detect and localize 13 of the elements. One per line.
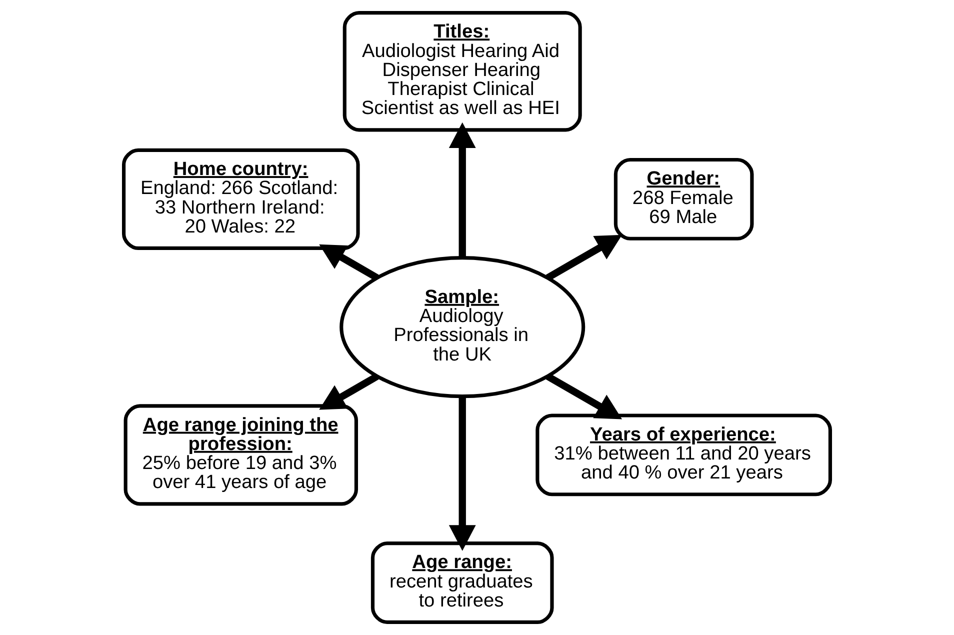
arrow [448,396,476,551]
node-box: Age range: recent graduates to retirees [370,542,554,624]
arrow [319,244,379,281]
arrow [448,122,476,258]
node-ellipse: Sample: Audiology Professionals in the UK [340,256,586,398]
node-box: Home country: England: 266 Scotland: 33 Northern Ireland: 20 Wales: 22 [122,148,360,250]
node-box: Titles: Audiologist Hearing Aid Dispenser Hearing Therapist Clinical Scientist as well as HEI [342,10,582,132]
arrow [546,234,622,281]
arrow [546,373,622,420]
arrow [319,373,379,410]
node-box: Gender: 268 Female 69 Male [614,158,754,240]
node-box: Years of experience: 31% between 11 and 20 years and 40 % over 21 years [536,414,832,496]
node-box: Age range joining the profession: 25% before 19 and 3% over 41 years of age [124,404,358,506]
